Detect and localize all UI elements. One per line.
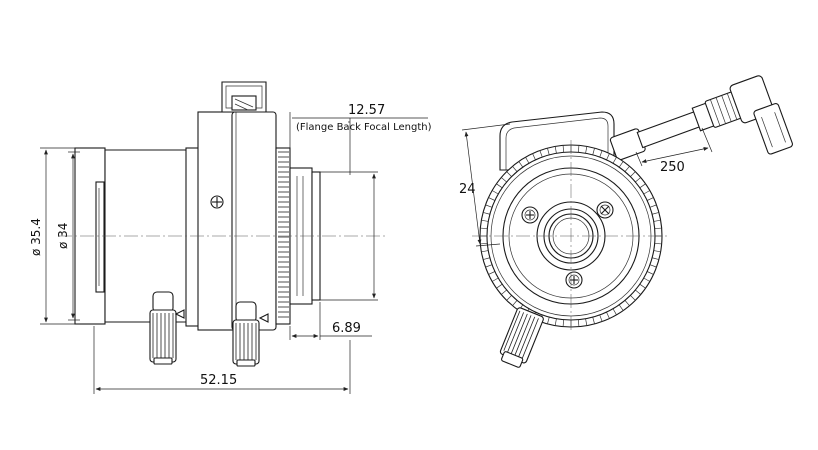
iris-knob-right [232,301,260,367]
height-offset-label: 24 [459,182,476,197]
front-view: 24 250 [459,75,793,368]
iris-cable [609,75,793,161]
total-length-label: 52.15 [200,373,237,388]
bottom-knob [499,307,544,368]
outer-diameter-label: ø 35.4 [29,218,43,256]
mid-body [197,111,235,331]
inner-diameter-label: ø 34 [56,223,70,249]
flange-back-label: 12.57 [348,103,385,118]
marker-triangle-icon [174,309,185,319]
focus-knob-left [149,291,177,365]
screw-icon [210,195,224,209]
flange-back-note: (Flange Back Focal Length) [296,122,432,133]
front-glass-edge [95,181,105,293]
screw-icon [565,271,583,289]
screw-icon [521,206,539,224]
side-view: ø 35.4 ø 34 12.57 (Flange Back Focal Len… [29,81,432,394]
marker-triangle-icon [258,313,269,323]
cable-length-label: 250 [660,160,685,175]
mount-depth-label: 6.89 [332,321,361,336]
screw-icon [596,201,614,219]
main-housing [231,111,277,331]
